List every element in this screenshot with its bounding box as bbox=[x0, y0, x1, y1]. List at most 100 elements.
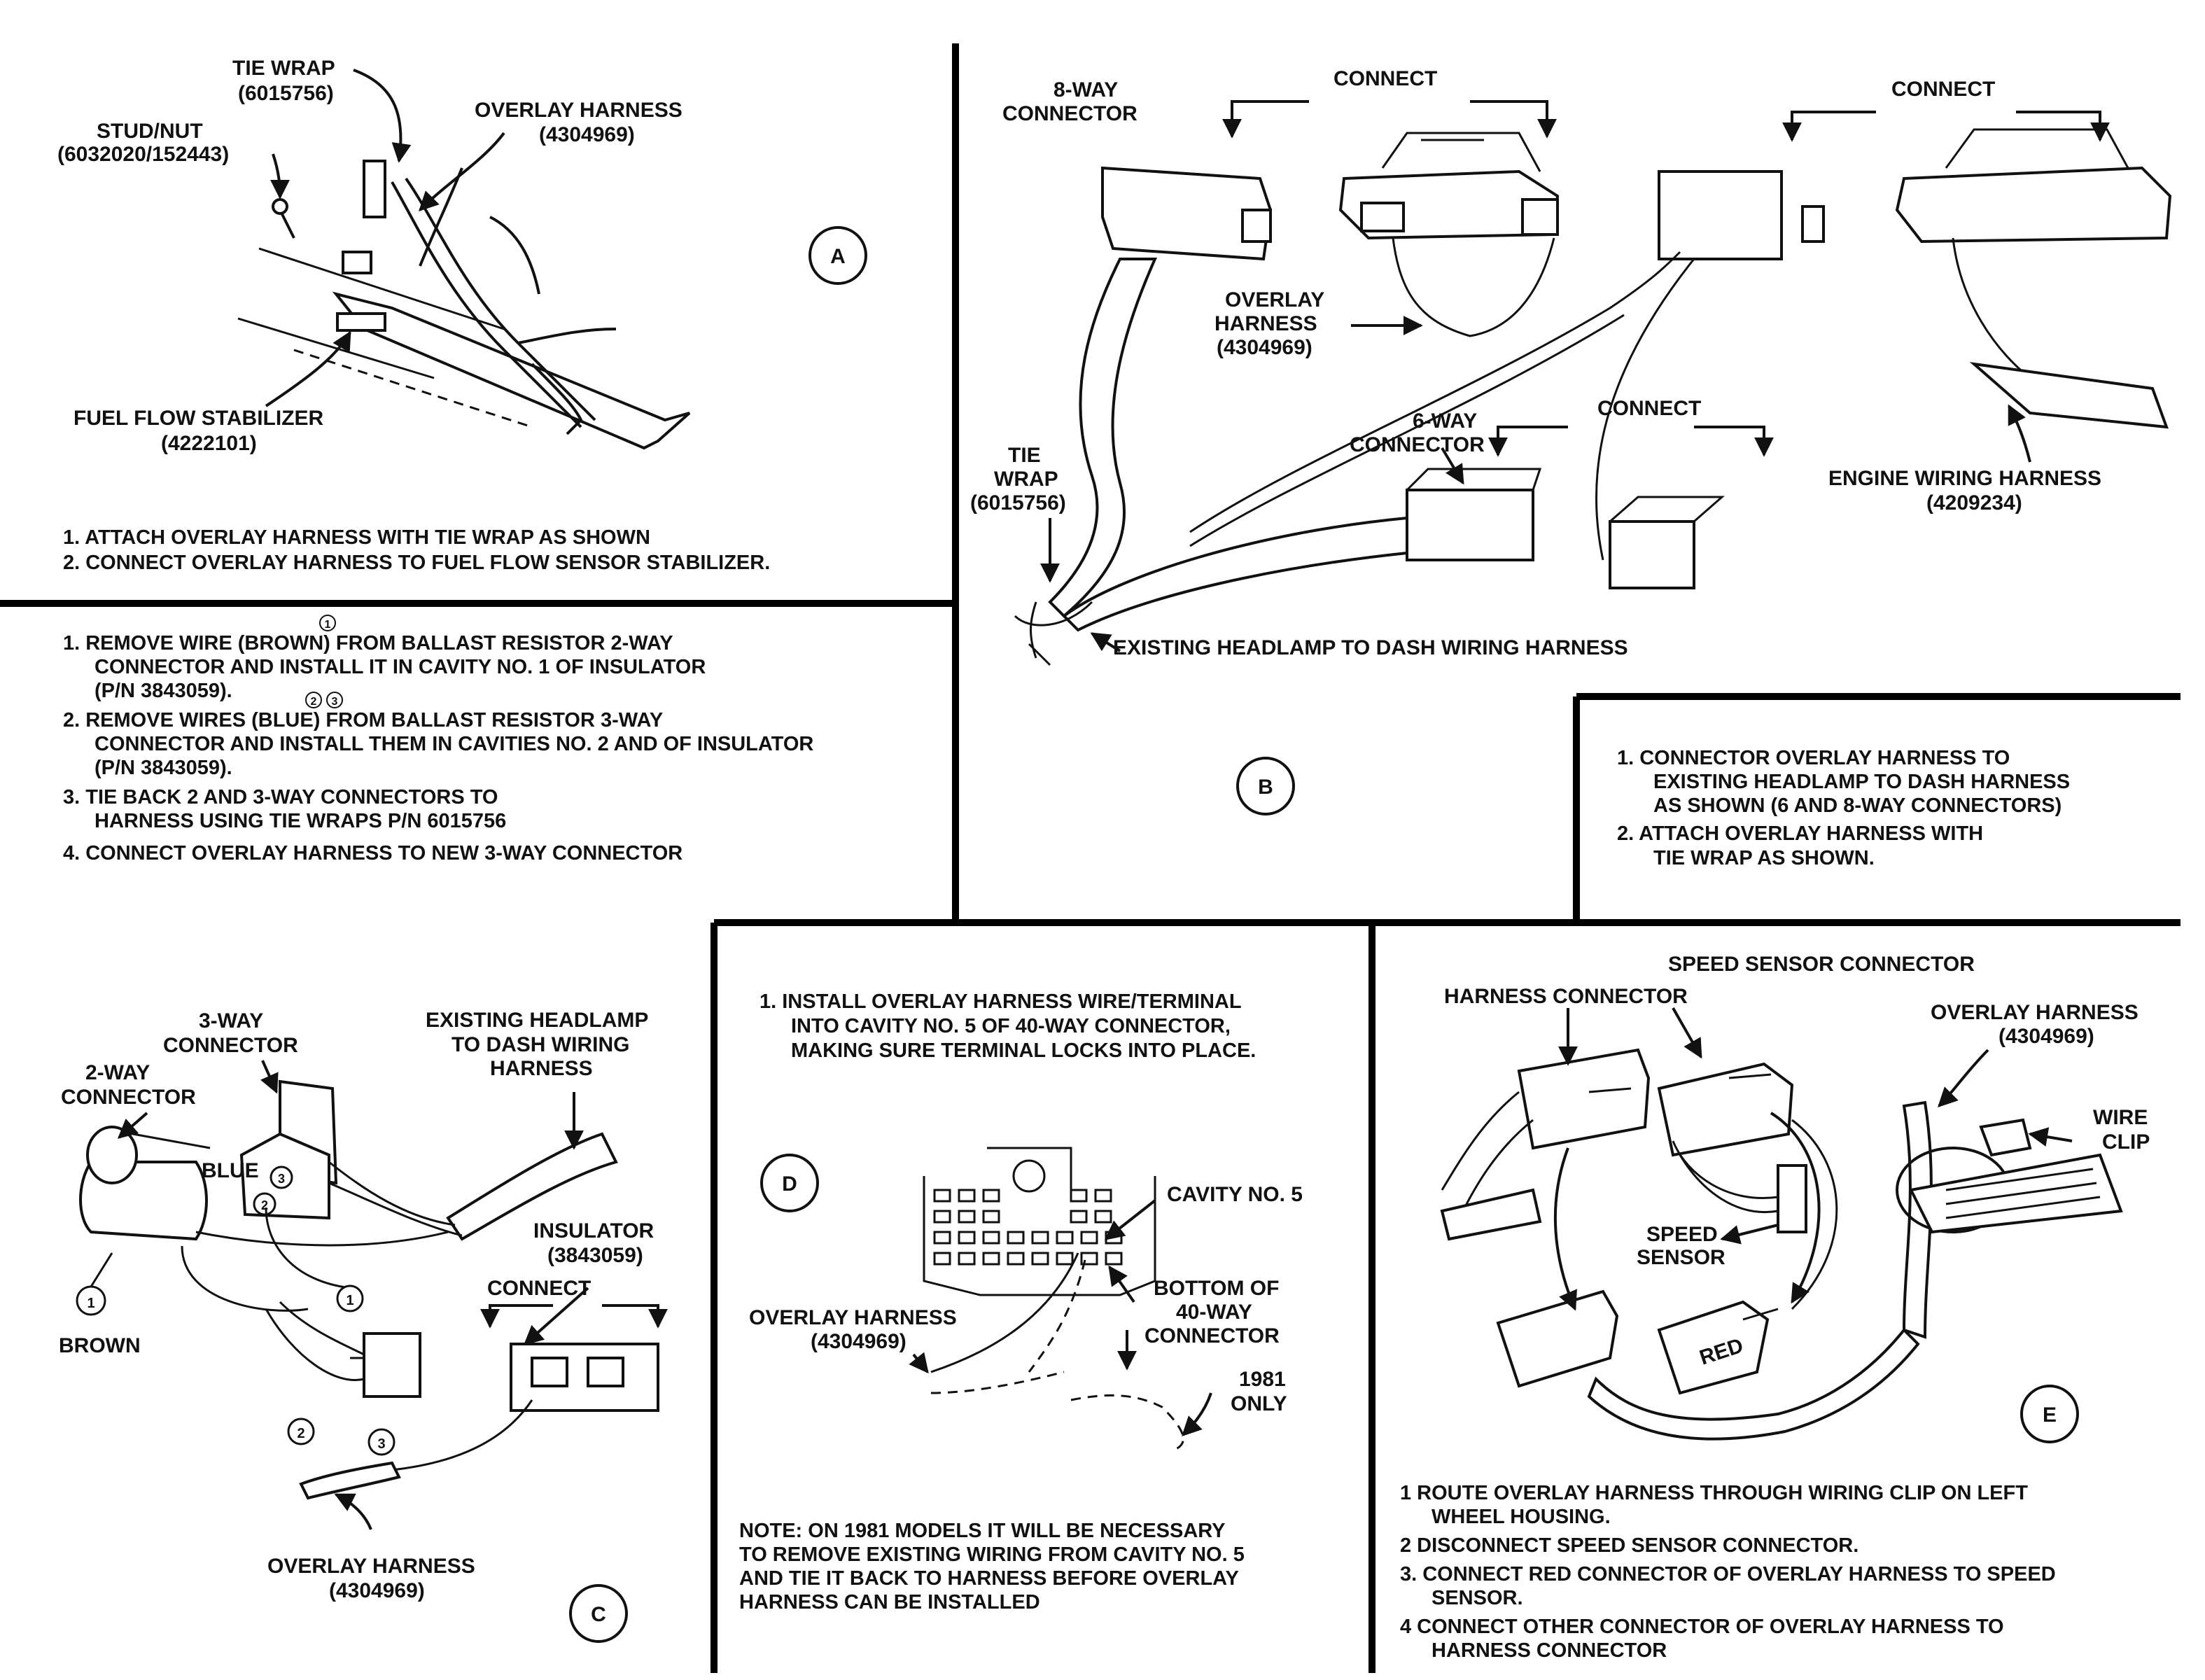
speed-label-2: SENSOR bbox=[1637, 1246, 1726, 1269]
mark-1-small: 1 bbox=[325, 619, 331, 631]
panel-c: 3-WAY CONNECTOR 2-WAY CONNECTOR EXISTING… bbox=[59, 1009, 668, 1643]
e-step-4a: 4 CONNECT OTHER CONNECTOR OF OVERLAY HAR… bbox=[1400, 1616, 2004, 1638]
c-step-3a: 3. TIE BACK 2 AND 3-WAY CONNECTORS TO bbox=[63, 786, 498, 808]
overlay-pn-d: (4304969) bbox=[811, 1330, 906, 1353]
e-step-3a: 3. CONNECT RED CONNECTOR OF OVERLAY HARN… bbox=[1400, 1563, 2056, 1586]
panel-a-step-2: 2. CONNECT OVERLAY HARNESS TO FUEL FLOW … bbox=[63, 552, 770, 574]
overlay-label-1: OVERLAY bbox=[1225, 288, 1324, 312]
connect-label-3: CONNECT bbox=[1597, 397, 1701, 420]
panel-b-badge bbox=[1236, 757, 1295, 816]
forty-way-connector bbox=[923, 1147, 1184, 1450]
overlay-harness-tail bbox=[299, 1461, 401, 1500]
d-note-3: AND TIE IT BACK TO HARNESS BEFORE OVERLA… bbox=[739, 1567, 1239, 1590]
c-step-2b: CONNECTOR AND INSTALL THEM IN CAVITIES N… bbox=[94, 733, 813, 755]
eight-way-connector bbox=[1101, 166, 1273, 261]
c-step-2c: (P/N 3843059). bbox=[94, 757, 232, 779]
eight-way-harness bbox=[1048, 258, 1158, 618]
panel-c-drawing bbox=[76, 1060, 668, 1530]
wire-clip-label-2: CLIP bbox=[2102, 1130, 2150, 1154]
panel-e-badge bbox=[2020, 1385, 2079, 1443]
fuel-flow-label: FUEL FLOW STABILIZER bbox=[74, 407, 324, 430]
insulator-label: INSULATOR bbox=[533, 1219, 654, 1242]
insulator bbox=[363, 1332, 421, 1398]
fuel-flow-bracket bbox=[332, 291, 691, 450]
panel-d: 1. INSTALL OVERLAY HARNESS WIRE/TERMINAL… bbox=[739, 990, 1303, 1614]
panel-a: TIE WRAP (6015756) STUD/NUT (6032020/152… bbox=[57, 57, 867, 574]
panel-a-badge bbox=[808, 226, 867, 285]
engine-harness-connector bbox=[1895, 166, 2172, 244]
six-way-connector bbox=[1406, 489, 1534, 561]
panel-a-letter: A bbox=[830, 245, 846, 268]
d-note-1: NOTE: ON 1981 MODELS IT WILL BE NECESSAR… bbox=[739, 1520, 1226, 1542]
panel-b-drawing bbox=[1014, 100, 2172, 666]
fuel-flow-pn: (4222101) bbox=[161, 432, 257, 455]
bottom-label-1: BOTTOM OF bbox=[1154, 1277, 1279, 1300]
e-step-4b: HARNESS CONNECTOR bbox=[1432, 1639, 1667, 1662]
six-way-label: 6-WAY bbox=[1413, 410, 1477, 433]
harness-conn-label: HARNESS CONNECTOR bbox=[1444, 985, 1688, 1008]
c-step-3b: HARNESS USING TIE WRAPS P/N 6015756 bbox=[94, 810, 506, 832]
insulator-mark-3: 3 bbox=[377, 1436, 385, 1452]
speed-label-1: SPEED bbox=[1646, 1223, 1718, 1246]
eight-way-label-2: CONNECTOR bbox=[1002, 102, 1138, 125]
wrap-label: WRAP bbox=[994, 468, 1058, 491]
overlay-label-e: OVERLAY HARNESS bbox=[1931, 1001, 2138, 1024]
bottom-label-3: CONNECTOR bbox=[1144, 1324, 1280, 1348]
overlay-pn-c: (4304969) bbox=[329, 1579, 425, 1602]
c-step-4: 4. CONNECT OVERLAY HARNESS TO NEW 3-WAY … bbox=[63, 842, 682, 864]
panel-a-drawing bbox=[237, 69, 691, 450]
existing-harness-label: EXISTING HEADLAMP TO DASH WIRING HARNESS bbox=[1113, 636, 1628, 659]
tie-label: TIE bbox=[1008, 444, 1041, 467]
b-step-1a: 1. CONNECTOR OVERLAY HARNESS TO bbox=[1617, 747, 2010, 769]
d-note-2: TO REMOVE EXISTING WIRING FROM CAVITY NO… bbox=[739, 1544, 1245, 1566]
connect-label-2: CONNECT bbox=[1891, 78, 1995, 101]
stud-nut-label: STUD/NUT bbox=[97, 120, 203, 143]
two-way-label: 2-WAY bbox=[85, 1061, 150, 1084]
overlay-harness-label: OVERLAY HARNESS bbox=[475, 99, 682, 122]
year-label-1: 1981 bbox=[1239, 1368, 1286, 1391]
panel-dividers bbox=[0, 43, 2180, 1673]
mark-2-small: 2 bbox=[311, 696, 317, 708]
wire-clip bbox=[1979, 1118, 2032, 1157]
c-step-2a: 2. REMOVE WIRES (BLUE) FROM BALLAST RESI… bbox=[63, 709, 663, 732]
stud-nut-pn: (6032020/152443) bbox=[57, 143, 229, 166]
mark-3-small: 3 bbox=[332, 696, 338, 708]
wrap-pn: (6015756) bbox=[970, 491, 1066, 514]
e-step-1a: 1 ROUTE OVERLAY HARNESS THROUGH WIRING C… bbox=[1400, 1482, 2028, 1504]
fuel-flow-stabilizer bbox=[336, 312, 386, 332]
existing-label-1: EXISTING HEADLAMP bbox=[426, 1009, 648, 1032]
c-step-1b: CONNECTOR AND INSTALL IT IN CAVITY NO. 1… bbox=[94, 656, 706, 678]
two-way-cap bbox=[86, 1126, 138, 1184]
overlay-connector-lower bbox=[1496, 1289, 1619, 1388]
six-way-mating-connector bbox=[1658, 170, 1783, 260]
speed-sensor-connector bbox=[1657, 1062, 1794, 1157]
tie-wrap-label: TIE WRAP bbox=[232, 57, 335, 80]
panel-c-instructions: 1. REMOVE WIRE (BROWN) FROM BALLAST RESI… bbox=[63, 615, 813, 864]
d-step-1b: INTO CAVITY NO. 5 OF 40-WAY CONNECTOR, bbox=[791, 1015, 1231, 1037]
d-step-1a: 1. INSTALL OVERLAY HARNESS WIRE/TERMINAL bbox=[760, 990, 1242, 1013]
six-way-small-connector bbox=[1609, 520, 1695, 589]
stud-nut-bolt bbox=[272, 198, 288, 215]
speed-sensor bbox=[1777, 1164, 1807, 1233]
blue-mark-3: 3 bbox=[278, 1172, 285, 1186]
overlay-pn: (4304969) bbox=[1217, 336, 1312, 359]
tie-wrap-pn: (6015756) bbox=[238, 82, 334, 105]
c-step-1c: (P/N 3843059). bbox=[94, 680, 232, 702]
harness-connector bbox=[1517, 1048, 1651, 1150]
panel-b: 8-WAY CONNECTOR CONNECT CONNECT CONNECT … bbox=[970, 67, 2172, 869]
b-step-2a: 2. ATTACH OVERLAY HARNESS WITH bbox=[1617, 822, 1983, 845]
panel-e-title: SPEED SENSOR CONNECTOR bbox=[1668, 953, 1975, 976]
panel-d-badge bbox=[760, 1154, 819, 1212]
brown-mark: 1 bbox=[87, 1296, 94, 1311]
engine-harness-label: ENGINE WIRING HARNESS bbox=[1828, 467, 2101, 490]
harness-stub bbox=[1440, 1188, 1542, 1241]
three-way-label-2: CONNECTOR bbox=[163, 1034, 298, 1057]
engine-harness-pn: (4209234) bbox=[1926, 491, 2022, 514]
insulator-mark-2: 2 bbox=[297, 1426, 304, 1441]
bottom-label-2: 40-WAY bbox=[1176, 1301, 1252, 1324]
wire-clip-label-1: WIRE bbox=[2093, 1106, 2148, 1129]
existing-label-3: HARNESS bbox=[490, 1057, 593, 1080]
clamp-block bbox=[342, 251, 372, 274]
e-step-1b: WHEEL HOUSING. bbox=[1432, 1506, 1611, 1528]
e-step-2: 2 DISCONNECT SPEED SENSOR CONNECTOR. bbox=[1400, 1534, 1858, 1557]
